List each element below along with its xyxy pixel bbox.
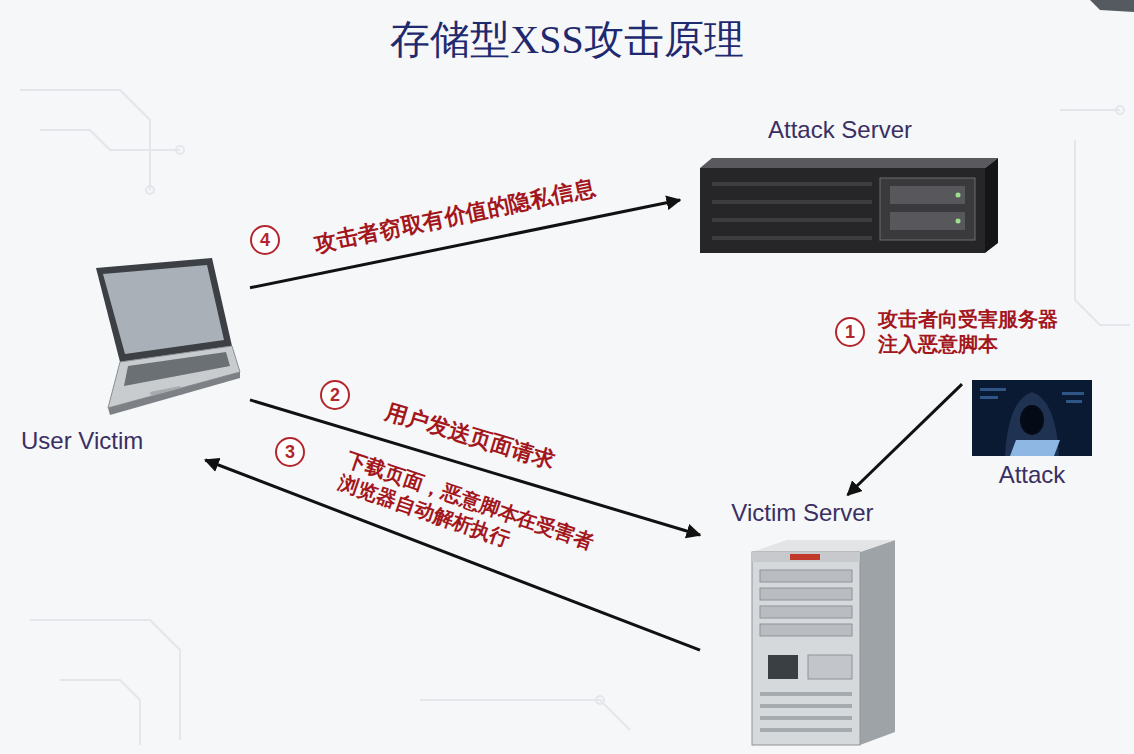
callout-number: 1 xyxy=(835,317,865,347)
diagram-title: 存储型XSS攻击原理 xyxy=(0,12,1134,67)
attack-server-node: Attack Server xyxy=(680,112,1000,262)
node-label: Victim Server xyxy=(731,499,873,528)
step-description: 攻击者向受害服务器 注入恶意脚本 xyxy=(878,307,1066,357)
hacker-illustration xyxy=(972,380,1092,456)
victim-server-node: Victim Server xyxy=(700,495,905,750)
laptop-illustration xyxy=(96,258,240,415)
circuit-background xyxy=(20,90,1130,745)
callout-number: 3 xyxy=(275,437,305,467)
user-victim-node: User Victim xyxy=(15,255,250,460)
flow-arrow xyxy=(848,384,962,495)
attacker-node: Attack xyxy=(962,372,1102,494)
callout-number: 4 xyxy=(250,225,280,255)
node-label: Attack xyxy=(999,461,1066,490)
node-label: User Victim xyxy=(21,427,143,456)
node-label: Attack Server xyxy=(768,116,912,145)
step-description: 用户发送页面请求 xyxy=(382,398,558,475)
rack-server-illustration xyxy=(700,158,998,253)
callout-number: 2 xyxy=(320,380,350,410)
tower-server-illustration xyxy=(752,540,895,745)
corner-mark xyxy=(1090,0,1134,12)
